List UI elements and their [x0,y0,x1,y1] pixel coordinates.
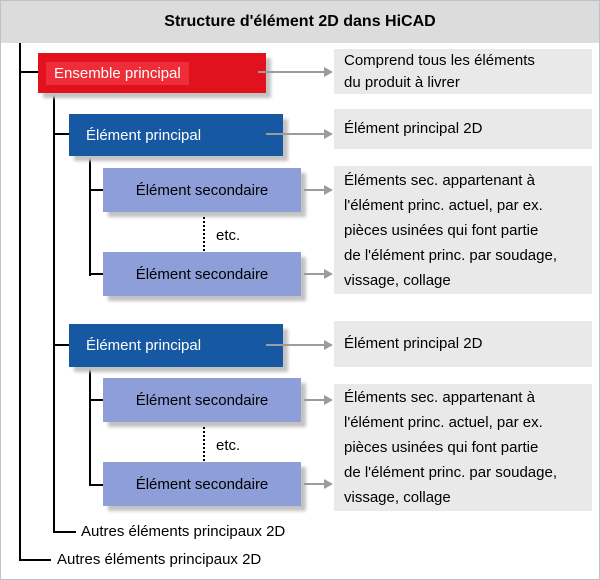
arrow-head-icon [324,129,333,139]
arrow-connector [304,483,324,485]
tree-connector-line [53,93,55,533]
node-element-secondaire-4: Élément secondaire [103,462,301,506]
node-label: Élément secondaire [135,265,269,283]
tree-connector-line [53,133,69,135]
tree-connector-line [53,531,76,533]
tree-connector-line [89,189,103,191]
other-main-elements-label-2: Autres éléments principaux 2D [57,551,262,568]
node-element-secondaire-1: Élément secondaire [103,168,301,212]
other-main-elements-label-1: Autres éléments principaux 2D [81,523,286,540]
node-label: Élément secondaire [135,475,269,493]
node-ensemble-principal: Ensemble principal [38,53,266,93]
node-element-secondaire-3: Élément secondaire [103,378,301,422]
arrow-head-icon [324,67,333,77]
description-ensemble-principal: Comprend tous les éléments du produit à … [334,49,592,94]
arrow-connector [304,273,324,275]
arrow-connector [258,71,324,73]
description-elements-secondaires-2: Éléments sec. appartenant à l'élément pr… [334,384,592,511]
arrow-head-icon [324,479,333,489]
tree-connector-line [19,71,38,73]
tree-connector-line [89,399,103,401]
etc-dotted-line [203,217,205,255]
arrow-connector [266,133,324,135]
arrow-connector [304,399,324,401]
node-element-secondaire-2: Élément secondaire [103,252,301,296]
node-element-principal-1: Élément principal [69,114,283,156]
description-element-principal-1: Élément principal 2D [334,109,592,149]
node-label: Ensemble principal [46,61,189,85]
tree-connector-line [53,344,69,346]
arrow-head-icon [324,395,333,405]
node-label: Élément principal [86,126,202,144]
node-element-principal-2: Élément principal [69,324,283,367]
tree-connector-line [19,559,51,561]
arrow-head-icon [324,340,333,350]
arrow-connector [266,344,324,346]
etc-label: etc. [216,437,241,454]
tree-connector-line [89,156,91,276]
node-label: Élément secondaire [135,391,269,409]
etc-label: etc. [216,227,241,244]
etc-dotted-line [203,427,205,465]
tree-connector-line [89,273,103,275]
description-elements-secondaires-1: Éléments sec. appartenant à l'élément pr… [334,166,592,294]
tree-connector-line [19,43,21,561]
arrow-connector [304,189,324,191]
diagram-title: Structure d'élément 2D dans HiCAD [1,1,599,43]
node-label: Élément secondaire [135,181,269,199]
arrow-head-icon [324,185,333,195]
arrow-head-icon [324,269,333,279]
tree-connector-line [89,367,91,486]
description-element-principal-2: Élément principal 2D [334,321,592,367]
node-label: Élément principal [86,337,202,354]
tree-connector-line [89,484,103,486]
